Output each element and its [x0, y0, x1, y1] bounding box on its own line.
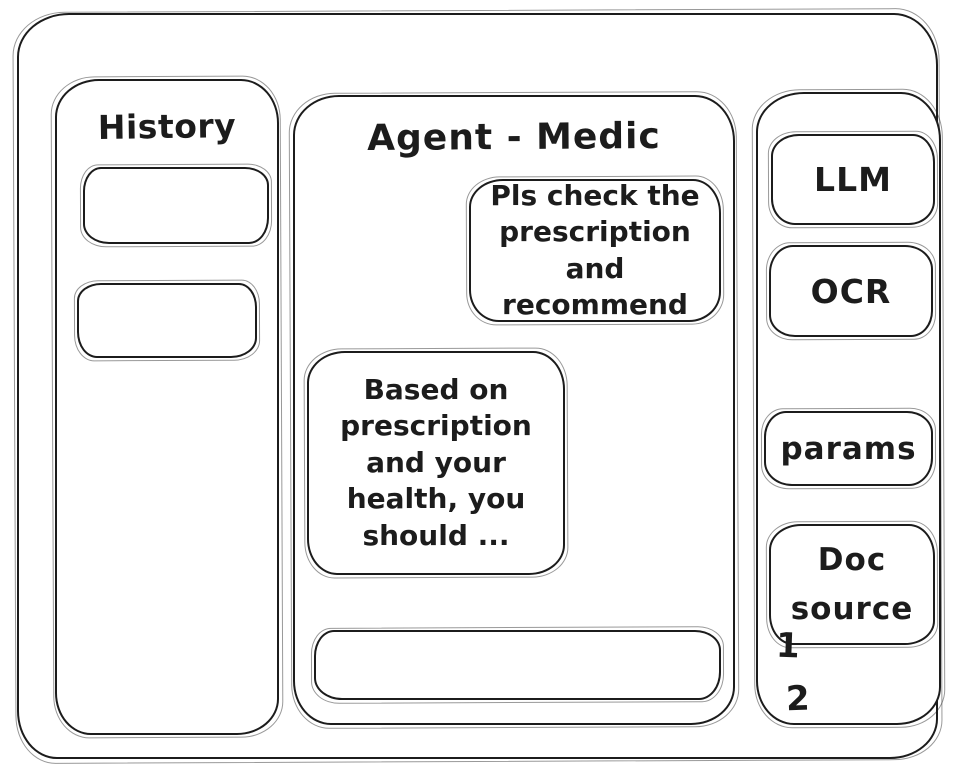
agent-message-bubble: Based on prescription and your health, y… — [307, 351, 565, 575]
history-title: History — [97, 106, 237, 147]
user-message-bubble: Pls check the prescription and recommend — [469, 179, 721, 322]
doc-source-label: Doc source — [790, 542, 914, 627]
params-button[interactable]: params — [764, 411, 933, 486]
message-input-box[interactable] — [314, 630, 721, 700]
app-window: History Agent - Medic Pls check the pres… — [17, 13, 941, 759]
history-item[interactable] — [77, 283, 257, 358]
chat-panel: Agent - Medic Pls check the prescription… — [293, 95, 735, 725]
doc-source-item-1[interactable]: 1 — [775, 625, 801, 667]
doc-source-item-2[interactable]: 2 — [785, 678, 811, 720]
tools-panel: LLM OCR params Doc source 1 2 — [756, 92, 941, 725]
history-panel: History — [55, 79, 279, 735]
chat-title: Agent - Medic — [367, 115, 661, 160]
agent-message-text: Based on prescription and your health, y… — [340, 373, 532, 552]
doc-source-button[interactable]: Doc source — [769, 524, 935, 645]
ocr-button[interactable]: OCR — [769, 245, 933, 337]
user-message-text: Pls check the prescription and recommend — [490, 178, 700, 321]
message-input[interactable] — [316, 632, 719, 698]
llm-button[interactable]: LLM — [771, 134, 935, 225]
history-item[interactable] — [83, 167, 269, 244]
